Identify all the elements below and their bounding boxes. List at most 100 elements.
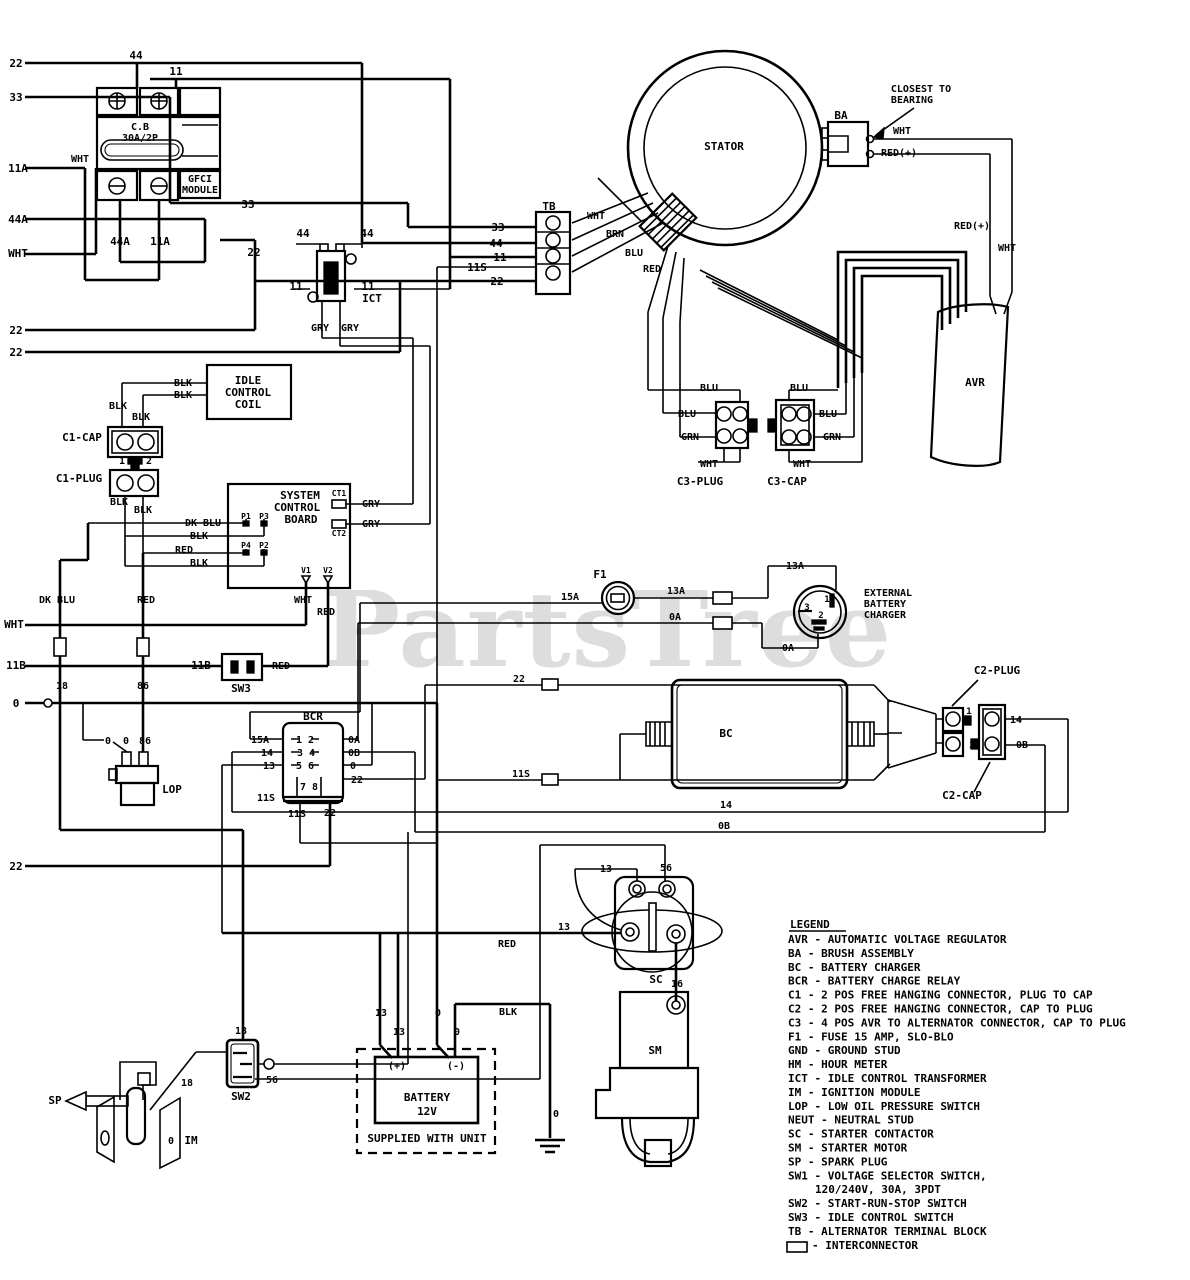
wire-label: BLK — [190, 531, 208, 542]
wire-label: 0B — [1016, 740, 1028, 751]
closest-to-bearing-label: CLOSEST TO — [891, 84, 951, 95]
wire-label: 22 — [324, 808, 336, 819]
battery-label: BATTERY — [404, 1091, 451, 1104]
c2-cap-label: C2-CAP — [942, 789, 982, 802]
system-control-board-label: BOARD — [284, 513, 317, 526]
wire-label: BLK — [110, 497, 128, 508]
wire-label: 0 — [553, 1109, 559, 1120]
wire-label: GRN — [681, 432, 699, 443]
tb-label: TB — [542, 200, 556, 213]
wire-label: 15A — [561, 592, 579, 603]
sc-label: SC — [649, 973, 662, 986]
wire-label: 13 — [375, 1008, 387, 1019]
legend-entry: BCR - BATTERY CHARGE RELAY — [788, 975, 961, 988]
legend-title: LEGEND — [790, 918, 830, 931]
wire-label: GRY — [362, 519, 380, 530]
wire-label: BRN — [606, 229, 624, 240]
wire-label: BLU — [678, 409, 696, 420]
stator — [626, 49, 863, 437]
c3-cap-label: C3-CAP — [767, 475, 807, 488]
wire-label: GRY — [341, 323, 359, 334]
wire-label: 44A — [8, 213, 28, 226]
wire-label: 18 — [181, 1078, 193, 1089]
wire-label: RED — [272, 661, 290, 672]
wire-label: 11B — [191, 659, 211, 672]
fuse-f1 — [249, 565, 837, 739]
wire-label: 11 — [289, 280, 303, 293]
legend-entry: C2 - 2 POS FREE HANGING CONNECTOR, CAP T… — [788, 1003, 1093, 1016]
wire-label: 0 — [350, 761, 356, 772]
external-battery-charger — [792, 584, 848, 640]
wire-label: RED — [643, 264, 661, 275]
ict-label: ICT — [362, 292, 382, 305]
wire-label: WHT — [700, 459, 718, 470]
battery-voltage-label: 12V — [417, 1105, 437, 1118]
wire-label: 11 — [361, 280, 375, 293]
wire-label: BLK — [109, 401, 127, 412]
brush-assembly — [821, 107, 1013, 315]
external-battery-charger-label: CHARGER — [864, 610, 907, 621]
wire-label: 1 — [119, 456, 125, 467]
wire-label: 15A — [251, 735, 269, 746]
center-wires — [222, 678, 1069, 1059]
wire-label: 22 — [490, 275, 503, 288]
c3-connectors — [648, 250, 968, 463]
bc-label: BC — [719, 727, 732, 740]
f1-label: F1 — [593, 568, 607, 581]
wire-label: BLK — [174, 378, 192, 389]
wire-label: 1 2 — [296, 735, 314, 746]
wire-label: GRN — [823, 432, 841, 443]
wire-label: WHT — [893, 126, 911, 137]
wire-label: BLU — [819, 409, 837, 420]
idle-control-switch — [220, 652, 264, 682]
c1-plug-label: C1-PLUG — [56, 472, 103, 485]
wire-label: 22 — [351, 775, 363, 786]
idle-control-coil — [121, 363, 293, 427]
avr — [929, 303, 1010, 467]
wire-label: P4 — [241, 541, 251, 550]
gfci-label: MODULE — [182, 185, 218, 196]
wire-label: 14 — [720, 800, 732, 811]
idle-control-coil-label: COIL — [235, 398, 262, 411]
wire-label: V2 — [323, 566, 333, 575]
wire-label: 44 — [360, 227, 374, 240]
wire-label: BLU — [625, 248, 643, 259]
interconnector-symbol — [786, 1241, 808, 1253]
legend-entry: 120/240V, 30A, 3PDT — [815, 1183, 941, 1196]
wire-label: 14 — [261, 748, 273, 759]
system-control-board-label: SYSTEM — [280, 489, 320, 502]
wire-label: 13 — [263, 761, 275, 772]
wire-label: DK BLU — [185, 518, 221, 529]
alternator-terminal-block — [436, 177, 664, 780]
closest-to-bearing-label: BEARING — [891, 95, 933, 106]
wire-label: 5 6 — [296, 761, 314, 772]
wire-label: 16 — [671, 979, 683, 990]
legend-entry: F1 - FUSE 15 AMP, SLO-BLO — [788, 1030, 954, 1043]
wire-label: 33 — [9, 91, 22, 104]
system-control-board — [226, 482, 352, 666]
wire-label: P1 — [241, 512, 251, 521]
wire-label: 33 — [241, 198, 254, 211]
legend-entry: SM - STARTER MOTOR — [788, 1142, 908, 1155]
sw2-label: SW2 — [231, 1090, 251, 1103]
wire-label: 11A — [150, 235, 170, 248]
sp-label: SP — [48, 1094, 62, 1107]
legend-entry: C3 - 4 POS AVR TO ALTERNATOR CONNECTOR, … — [788, 1016, 1126, 1029]
start-run-stop-switch — [149, 832, 409, 1111]
wire-label: 22 — [513, 674, 525, 685]
wire-label: P3 — [259, 512, 269, 521]
wire-label: 22 — [9, 324, 22, 337]
sm-label: SM — [648, 1044, 662, 1057]
wire-label: 0 — [123, 736, 129, 747]
wire-label: RED — [137, 595, 155, 606]
watermark: PartsTree — [322, 568, 893, 691]
wire-label: 0B — [348, 748, 360, 759]
cb-label: C.B — [131, 122, 149, 133]
wire-label: 0B — [718, 821, 730, 832]
wire-label: 22 — [247, 246, 260, 259]
wire-label: V1 — [301, 566, 311, 575]
wire-label: BLK — [174, 390, 192, 401]
wire-label: 11 — [169, 65, 183, 78]
legend-entry: C1 - 2 POS FREE HANGING CONNECTOR, PLUG … — [788, 989, 1093, 1002]
legend-entry: SW1 - VOLTAGE SELECTOR SWITCH, — [788, 1169, 987, 1182]
